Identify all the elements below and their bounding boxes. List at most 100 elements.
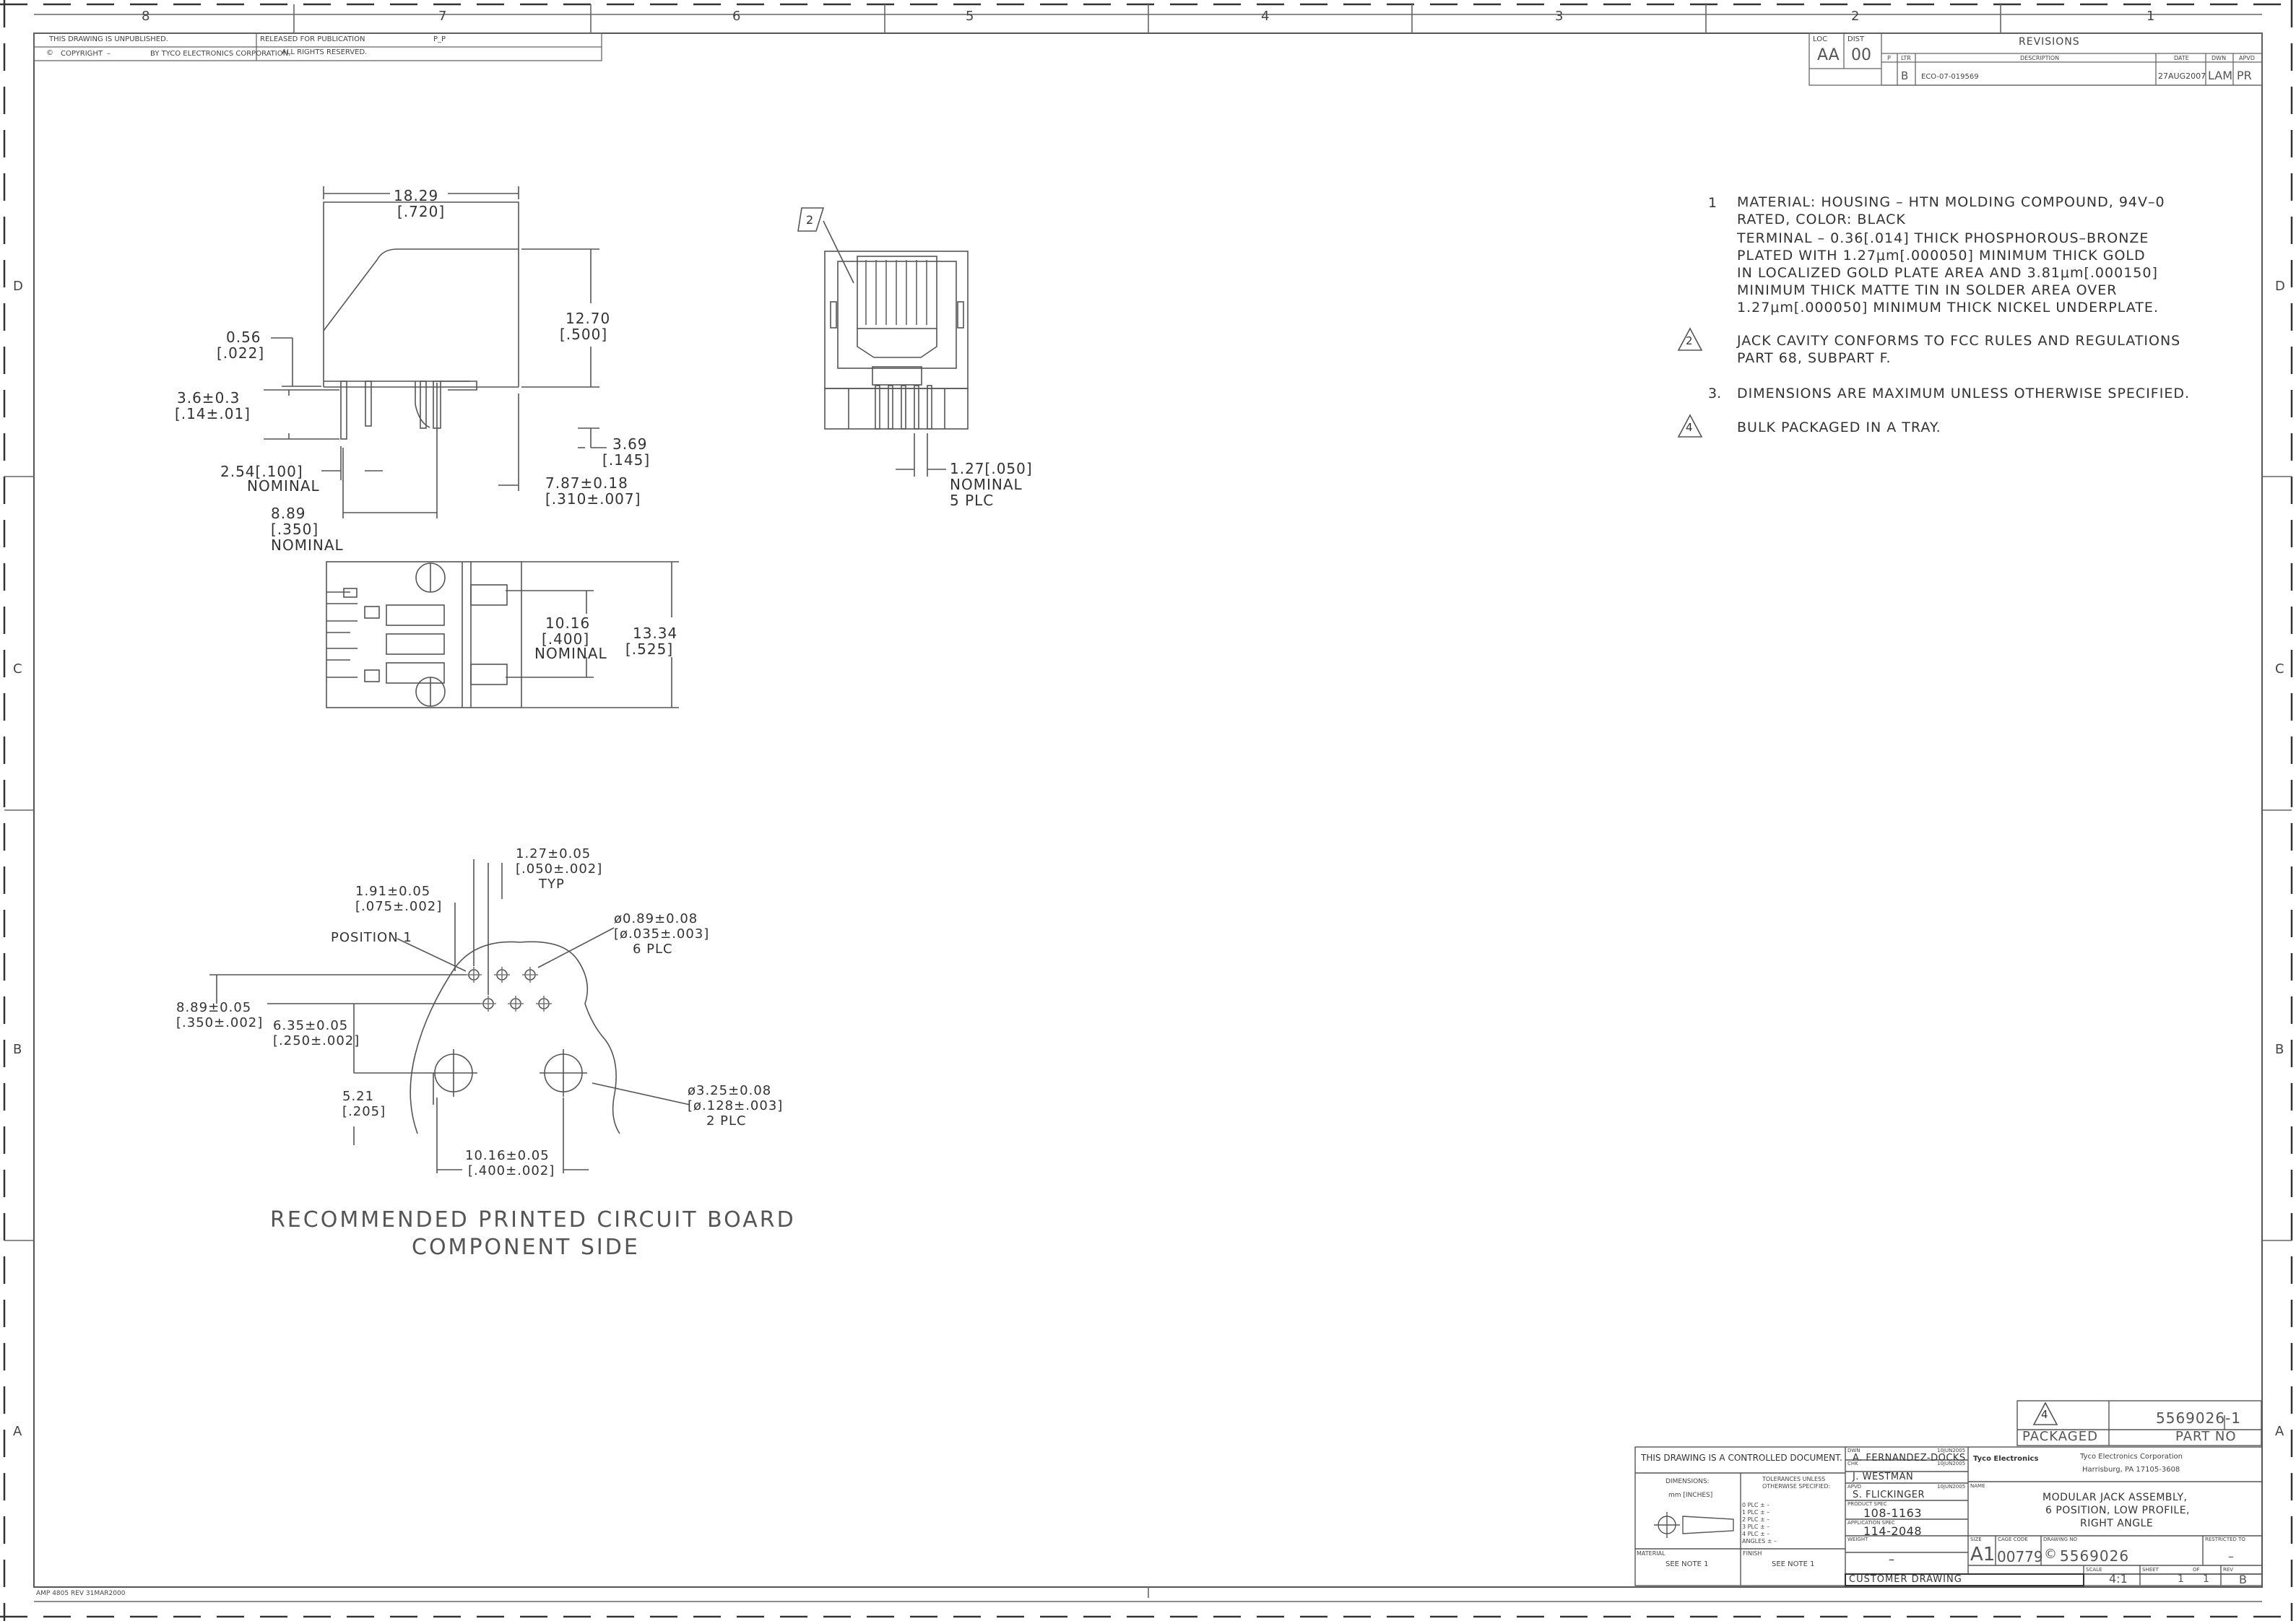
scale-label: SCALE — [2086, 1567, 2102, 1573]
dwg-no-label: DRAWING NO — [2043, 1537, 2077, 1542]
tolerance-row-4: 4 PLC ± – — [1742, 1531, 1770, 1537]
side-leg-in: [.14±.01] — [175, 405, 251, 422]
zone-label-4: 4 — [1261, 9, 1270, 24]
rev-col-ltr: LTR — [1901, 55, 1911, 61]
weight-label: WEIGHT — [1847, 1537, 1868, 1542]
appd-date: 10JUN2005 — [1937, 1484, 1966, 1490]
tolerance-row-1: 1 PLC ± – — [1742, 1509, 1770, 1516]
side-width-mm: 18.29 — [394, 187, 439, 204]
rev-col-dwn: DWN — [2211, 55, 2227, 61]
note-4-flag: 4 — [1686, 421, 1693, 434]
sheet-label: SHEET — [2142, 1567, 2159, 1573]
zone-label-b-right: B — [2275, 1042, 2284, 1057]
note-1-line6: MINIMUM THICK MATTE TIN IN SOLDER AREA O… — [1737, 282, 2118, 298]
zone-label-d-right: D — [2275, 279, 2285, 294]
drawing-name-line1: MODULAR JACK ASSEMBLY, — [2042, 1492, 2188, 1503]
controlled-notice: THIS DRAWING IS A CONTROLLED DOCUMENT. — [1641, 1453, 1842, 1463]
pcb-hole-mm: ø0.89±0.08 — [614, 911, 698, 926]
size-label: SIZE — [1970, 1537, 1982, 1542]
side-offset-in: [.310±.007] — [545, 490, 641, 508]
zone-label-5: 5 — [966, 9, 974, 24]
scale-value: 4:1 — [2109, 1572, 2128, 1586]
rev-row-ltr: B — [1901, 69, 1909, 82]
copyright-label: COPYRIGHT — [61, 50, 103, 58]
note-2-line1: JACK CAVITY CONFORMS TO FCC RULES AND RE… — [1737, 333, 2181, 349]
dwn-name: A. FERNANDEZ-DOCKS — [1853, 1453, 1966, 1464]
pcb-span-in: [.400±.002] — [468, 1163, 555, 1178]
side-height-mm: 12.70 — [566, 310, 611, 327]
pcb-span-mm: 10.16±0.05 — [465, 1148, 550, 1163]
dist-value: 00 — [1851, 46, 1871, 64]
side-gap-mm: 0.56 — [226, 329, 261, 346]
pcb-h2-mm: 6.35±0.05 — [273, 1018, 349, 1033]
revisions-title: REVISIONS — [2019, 36, 2080, 48]
side-span-mm: 8.89 — [271, 505, 306, 522]
pcb-post-in: [ø.128±.003] — [688, 1098, 784, 1113]
copyright-icon: © — [46, 49, 53, 57]
finish-label: FINISH — [1743, 1550, 1762, 1557]
dimensions-label: DIMENSIONS: — [1665, 1478, 1710, 1485]
bottom-post-note: NOMINAL — [534, 645, 607, 662]
of-label: OF — [2193, 1567, 2200, 1573]
note-1-line1: MATERIAL: HOUSING – HTN MOLDING COMPOUND… — [1737, 194, 2165, 210]
note-1-line3: TERMINAL – 0.36[.014] THICK PHOSPHOROUS–… — [1737, 230, 2149, 246]
pcb-row-mm: 1.91±0.05 — [355, 884, 431, 899]
side-tail-mm: 3.69 — [612, 435, 648, 453]
company-address: Harrisburg, PA 17105-3608 — [2082, 1466, 2180, 1474]
loc-value: AA — [1817, 46, 1840, 64]
drawing-name-line3: RIGHT ANGLE — [2080, 1518, 2154, 1529]
tolerance-row-angles: ANGLES ± – — [1742, 1538, 1777, 1544]
dist-label: DIST — [1847, 35, 1865, 43]
note-3-number: 3. — [1708, 386, 1722, 401]
front-pitch-mm: 1.27[.050] — [950, 460, 1033, 477]
company-logo: Tyco Electronics — [1973, 1455, 2039, 1463]
dimensions-units: mm [INCHES] — [1668, 1492, 1713, 1499]
part-number: 5569026-1 — [2156, 1409, 2242, 1427]
note-1-number: 1 — [1708, 195, 1717, 211]
front-pitch-note: NOMINAL — [950, 476, 1023, 493]
pcb-pitch-note: TYP — [539, 877, 565, 892]
company-name: Tyco Electronics Corporation — [2080, 1453, 2183, 1461]
zone-label-2: 2 — [1851, 9, 1860, 24]
rev-col-apvd: APVD — [2239, 55, 2255, 61]
side-offset-mm: 7.87±0.18 — [545, 474, 628, 492]
side-pitch-note: NOMINAL — [247, 477, 320, 495]
side-height-in: [.500] — [560, 326, 608, 343]
material-label: MATERIAL — [1637, 1550, 1665, 1557]
unpublished-notice: THIS DRAWING IS UNPUBLISHED. — [49, 35, 168, 43]
material-value: SEE NOTE 1 — [1665, 1560, 1709, 1568]
rev-col-p: P — [1887, 55, 1891, 61]
dwn-date: 10JUN2005 — [1937, 1448, 1966, 1453]
pcb-pitch-mm: 1.27±0.05 — [516, 846, 592, 861]
pcb-h2-in: [.250±.002] — [273, 1033, 360, 1048]
drawing-name-line2: 6 POSITION, LOW PROFILE, — [2045, 1505, 2190, 1516]
bottom-post-in: [.400] — [542, 630, 590, 648]
appd-label: APVD — [1847, 1484, 1862, 1490]
loc-label: LOC — [1813, 35, 1828, 43]
rev-col-desc: DESCRIPTION — [2020, 55, 2060, 61]
product-spec-value: 108-1163 — [1863, 1506, 1923, 1520]
rev-label: REV — [2223, 1567, 2234, 1573]
side-leg-mm: 3.6±0.3 — [177, 389, 241, 407]
side-width-in: [.720] — [397, 203, 446, 220]
pcb-row-in: [.075±.002] — [355, 899, 443, 914]
pcb-h3-mm: 5.21 — [342, 1089, 375, 1104]
released-value: P_P — [433, 35, 446, 43]
cage-label: CAGE CODE — [1998, 1537, 2028, 1542]
zone-label-3: 3 — [1555, 9, 1564, 24]
side-span-note: NOMINAL — [271, 536, 344, 554]
part-table-flag: 4 — [2041, 1408, 2048, 1421]
note-4-line1: BULK PACKAGED IN A TRAY. — [1737, 420, 1941, 435]
bottom-post-mm: 10.16 — [545, 614, 591, 632]
rev-row-dwn: LAM — [2208, 69, 2233, 82]
front-pitch-count: 5 PLC — [950, 492, 995, 509]
pcb-post-mm: ø3.25±0.08 — [688, 1083, 772, 1098]
side-gap-in: [.022] — [217, 344, 265, 362]
part-table-col-partno: PART NO — [2175, 1429, 2237, 1444]
tolerance-row-0: 0 PLC ± – — [1742, 1502, 1770, 1508]
pcb-pitch-in: [.050±.002] — [516, 861, 603, 877]
side-tail-in: [.145] — [602, 451, 651, 469]
name-label: NAME — [1970, 1483, 1985, 1489]
app-spec-label: APPLICATION SPEC — [1847, 1520, 1895, 1526]
chk-name: J. WESTMAN — [1853, 1472, 1914, 1482]
